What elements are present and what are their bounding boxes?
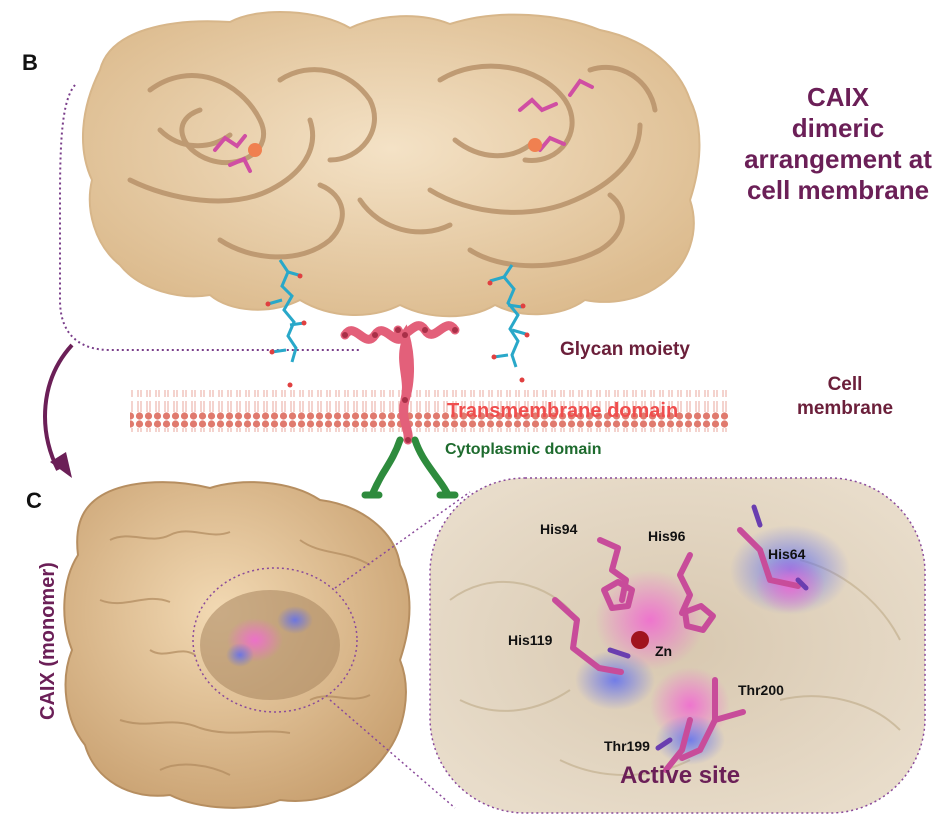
glycan-moiety-label: Glycan moiety (560, 339, 690, 360)
residue-his96: His96 (648, 528, 686, 544)
zinc-atom-left (248, 143, 262, 157)
cytoplasmic-domain-label: Cytoplasmic domain (445, 441, 602, 458)
residue-his64: His64 (768, 546, 806, 562)
caix-monomer (63, 481, 411, 809)
active-site-inset (429, 477, 926, 814)
residue-thr200: Thr200 (738, 682, 784, 698)
caix-title-line3: arrangement at (744, 144, 932, 174)
transmembrane-domain-label: Transmembrane domain (447, 400, 679, 422)
zinc-atom-right (528, 138, 542, 152)
active-site-circle (192, 567, 358, 713)
cell-membrane-label: Cell membrane (790, 373, 900, 421)
active-site-label: Active site (620, 762, 741, 789)
residue-his94: His94 (540, 521, 578, 537)
residue-thr199: Thr199 (604, 738, 650, 754)
caix-title-line4: cell membrane (746, 175, 930, 205)
panel-label-c: C (26, 488, 42, 513)
panel-label-b: B (22, 50, 38, 75)
zinc-label: Zn (655, 643, 673, 659)
cytoplasmic-domains (361, 436, 459, 499)
cell-membrane-line1: Cell (827, 374, 863, 395)
arrow-to-monomer (43, 343, 74, 471)
cell-membrane-bilayer (130, 390, 730, 432)
residue-his119: His119 (508, 632, 553, 648)
caix-monomer-label: CAIX (monomer) (37, 562, 59, 720)
caix-dimer (82, 10, 701, 318)
glycan-left (265, 259, 307, 388)
caix-title-line2: dimeric (791, 113, 885, 143)
arrowhead (50, 452, 72, 478)
caix-title-line1: CAIX (806, 82, 870, 112)
dimer-surface (82, 10, 701, 318)
zinc-atom (631, 631, 649, 649)
caix-dimer-title: CAIX dimeric arrangement at cell membran… (738, 82, 938, 206)
cell-membrane-line2: membrane (796, 398, 894, 419)
glycan-right (487, 264, 530, 383)
